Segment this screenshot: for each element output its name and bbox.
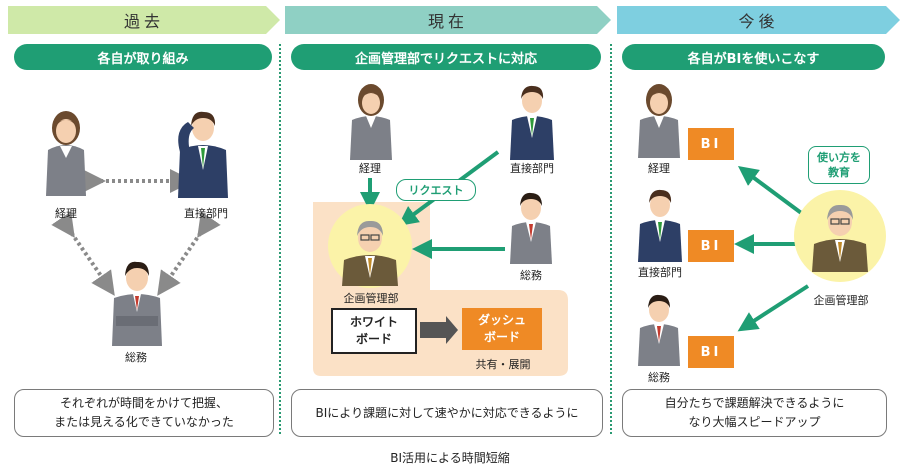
figure-caption: BI活用による時間短縮: [390, 451, 510, 465]
bi-box-chokusetsu: BI: [688, 230, 734, 262]
future-chokusetsu-person-icon: [638, 189, 682, 262]
education-line2: 教育: [828, 166, 850, 179]
education-line1: 使い方を: [817, 151, 861, 164]
education-tag: 使い方を 教育: [808, 146, 870, 184]
whiteboard-box: ホワイト ボード: [331, 308, 417, 354]
request-tag: リクエスト: [396, 179, 476, 201]
present-label-chokusetsu: 直接部門: [510, 162, 554, 175]
past-label-chokusetsu: 直接部門: [184, 207, 228, 220]
divider-left: [279, 44, 281, 434]
header-present-label: 現在: [427, 12, 468, 31]
present-chokusetsu-person-icon: [510, 85, 554, 160]
summary-future-line2: なり大幅スピードアップ: [688, 415, 821, 429]
past-chokusetsu-person-icon: [178, 111, 228, 198]
header-present: 現在: [285, 6, 611, 34]
future-somu-person-icon: [638, 294, 680, 366]
summary-present: BIにより課題に対して速やかに対応できるように: [291, 389, 603, 437]
share-label: 共有・展開: [475, 358, 531, 371]
header-past-label: 過去: [123, 12, 164, 31]
header-future-label: 今後: [738, 12, 779, 31]
future-arrow-keiri: [737, 166, 810, 220]
past-arrow-left: [51, 211, 115, 296]
present-label-keiri: 経理: [359, 162, 381, 175]
subtitle-present: 企画管理部でリクエストに対応: [291, 44, 601, 70]
future-label-kikaku: 企画管理部: [813, 294, 869, 307]
past-label-keiri: 経理: [55, 207, 77, 220]
future-label-chokusetsu: 直接部門: [638, 266, 682, 279]
dashboard-line1: ダッシュ: [477, 313, 526, 327]
past-keiri-person-icon: [46, 111, 86, 196]
bi-box-keiri: BI: [688, 128, 734, 160]
present-arrow-board: [420, 316, 458, 344]
divider-right: [610, 44, 612, 434]
present-keiri-person-icon: [350, 84, 392, 160]
past-label-somu: 総務: [125, 351, 147, 364]
present-somu-person-icon: [510, 192, 552, 264]
present-label-kikaku: 企画管理部: [343, 292, 399, 305]
request-tag-label: リクエスト: [408, 184, 464, 197]
summary-present-line1: BIにより課題に対して速やかに対応できるように: [315, 405, 579, 420]
whiteboard-line2: ボード: [355, 332, 392, 346]
whiteboard-line1: ホワイト: [349, 315, 398, 329]
future-keiri-person-icon: [638, 84, 680, 158]
present-kikaku-person-icon: [342, 220, 398, 286]
future-arrow-somu: [737, 284, 810, 332]
bi-box-somu: BI: [688, 336, 734, 368]
subtitle-future: 各自がBIを使いこなす: [622, 44, 885, 70]
summary-future-line1: 自分たちで課題解決できるように: [664, 396, 845, 410]
summary-past-line1: それぞれが時間をかけて把握、: [59, 396, 228, 410]
header-past: 過去: [8, 6, 280, 34]
dashboard-line2: ボード: [483, 330, 520, 344]
dashboard-box: ダッシュ ボード: [462, 308, 542, 350]
header-future: 今後: [617, 6, 900, 34]
present-label-somu: 総務: [520, 269, 542, 282]
future-kikaku-person-icon: [812, 204, 868, 272]
summary-past: それぞれが時間をかけて把握、 または見える化できていなかった: [14, 389, 274, 437]
future-label-somu: 総務: [648, 371, 670, 384]
subtitle-past: 各自が取り組み: [14, 44, 272, 70]
past-somu-person-icon: [112, 261, 162, 346]
future-label-keiri: 経理: [648, 162, 670, 175]
summary-future: 自分たちで課題解決できるように なり大幅スピードアップ: [622, 389, 887, 437]
summary-past-line2: または見える化できていなかった: [54, 415, 234, 429]
past-arrow-right: [157, 211, 221, 296]
